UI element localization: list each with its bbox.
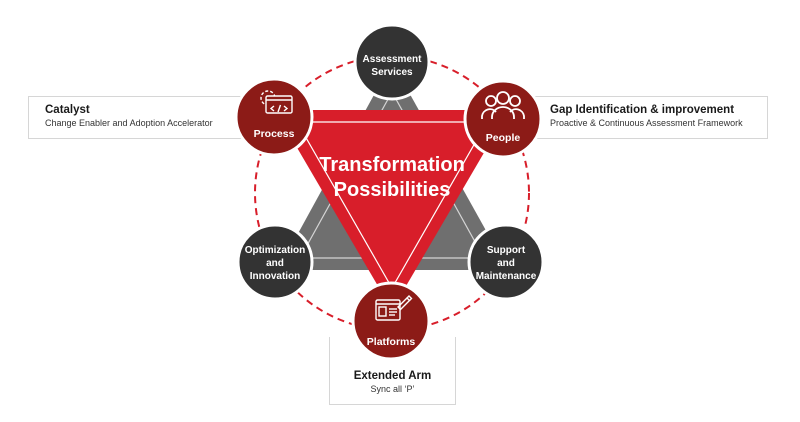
support-label-line2: and	[497, 258, 515, 269]
people-icon	[481, 91, 525, 119]
support-label-line3: Maintenance	[476, 271, 537, 282]
center-title-line1: Transformation	[319, 154, 465, 176]
optimization-label-line2: and	[266, 258, 284, 269]
node-optimization-innovation: Optimization and Innovation	[236, 223, 314, 301]
catalyst-title: Catalyst	[45, 104, 90, 116]
code-gear-icon	[260, 90, 293, 114]
gap-callout: Gap Identification & improvement Proacti…	[520, 96, 768, 139]
people-label: People	[486, 132, 521, 144]
node-people: People	[463, 79, 543, 159]
optimization-label-line1: Optimization	[245, 245, 306, 256]
extended-arm-title: Extended Arm	[353, 370, 432, 382]
dashed-ring	[254, 55, 530, 331]
optimization-label-line3: Innovation	[250, 271, 301, 282]
gap-subtitle: Proactive & Continuous Assessment Framew…	[550, 118, 743, 128]
node-process: Process	[234, 77, 314, 157]
center-title-line2: Possibilities	[334, 179, 451, 201]
platform-design-icon	[375, 295, 413, 321]
support-label-line1: Support	[487, 245, 526, 256]
node-platforms: Platforms	[351, 281, 431, 361]
gap-title: Gap Identification & improvement	[550, 104, 735, 116]
catalyst-callout: Catalyst Change Enabler and Adoption Acc…	[28, 96, 268, 139]
red-triangle-inner	[295, 121, 489, 290]
node-support-maintenance: Support and Maintenance	[467, 223, 545, 301]
catalyst-subtitle: Change Enabler and Adoption Accelerator	[45, 118, 213, 128]
assessment-label-line1: Assessment	[363, 54, 423, 65]
assessment-label-line2: Services	[371, 67, 413, 78]
platforms-label: Platforms	[367, 336, 416, 348]
red-triangle	[275, 110, 509, 310]
process-label: Process	[254, 128, 295, 140]
node-assessment-services: Assessment Services	[353, 23, 431, 101]
extended-arm-subtitle: Sync all ‘P’	[370, 384, 415, 394]
